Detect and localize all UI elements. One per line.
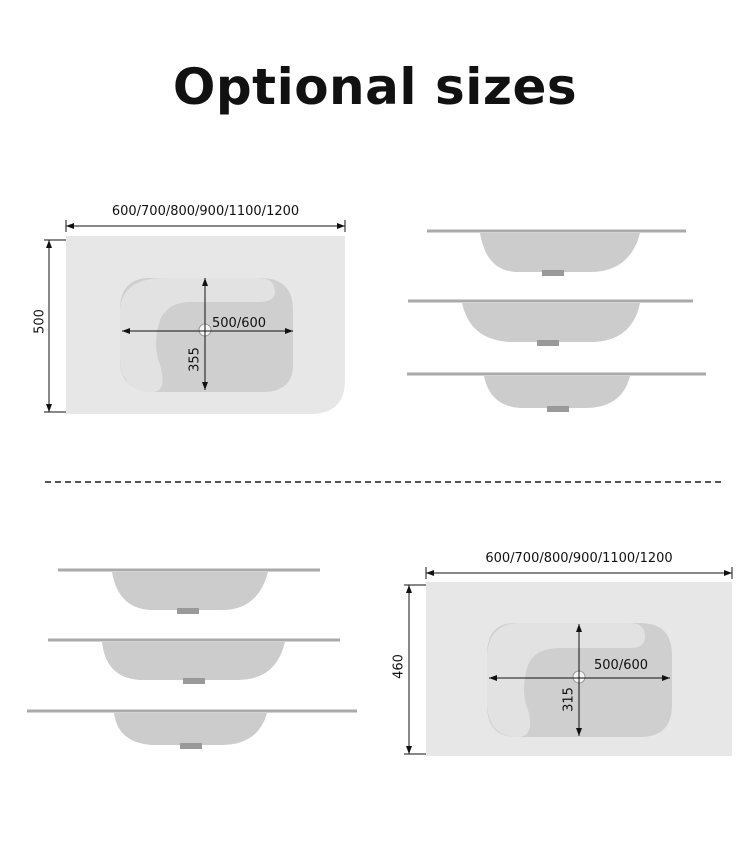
top-profile-2 bbox=[408, 299, 693, 346]
top-profile-1 bbox=[427, 229, 686, 276]
bottom-basin-depth-label: 315 bbox=[561, 687, 577, 712]
bottom-basin-width-label: 500/600 bbox=[594, 658, 649, 673]
bottom-profile-3 bbox=[27, 709, 357, 749]
top-basin-width-label: 500/600 bbox=[212, 316, 267, 331]
section-divider bbox=[45, 481, 721, 483]
bottom-basin-ledge bbox=[487, 623, 645, 737]
bottom-profile-2 bbox=[48, 638, 340, 684]
top-profile-3 bbox=[407, 372, 706, 412]
top-width-label: 600/700/800/900/1100/1200 bbox=[111, 204, 300, 219]
bottom-profile-1 bbox=[58, 568, 320, 614]
top-basin-ledge bbox=[120, 278, 275, 392]
bottom-width-label: 600/700/800/900/1100/1200 bbox=[485, 551, 673, 566]
bottom-depth-label: 460 bbox=[391, 654, 407, 679]
page-title: Optional sizes bbox=[172, 58, 578, 116]
